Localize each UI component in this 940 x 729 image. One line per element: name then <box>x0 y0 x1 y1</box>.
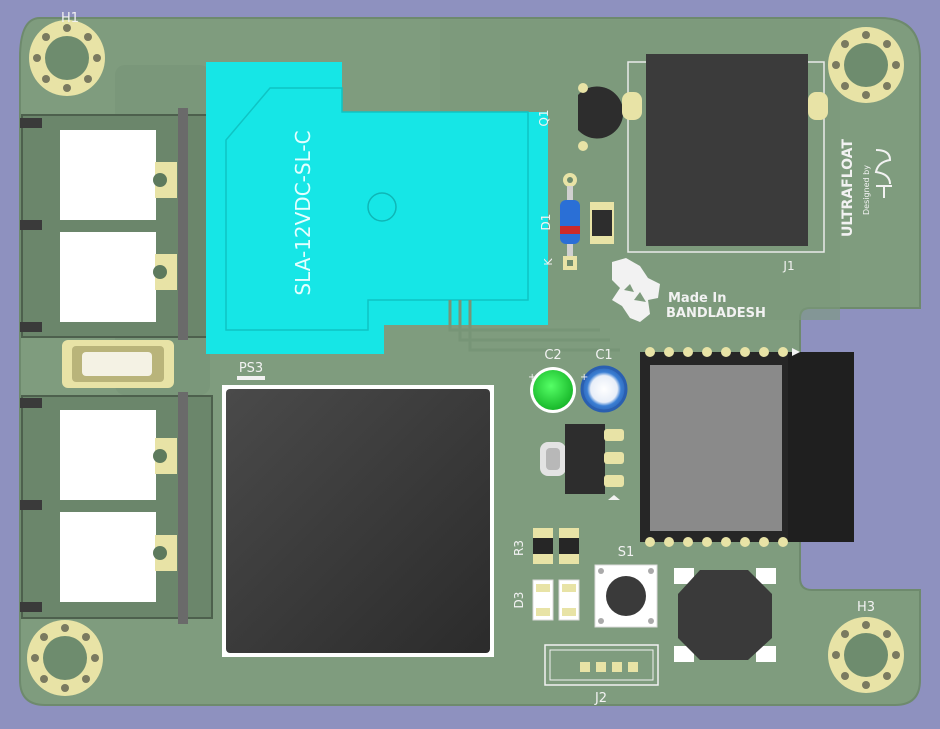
c1-label: C1 <box>595 348 612 363</box>
designed-by: Designed by <box>862 165 871 215</box>
smd-component <box>590 202 614 244</box>
d3-label: D3 <box>512 592 526 609</box>
diode-d1 <box>560 173 580 270</box>
buzzer <box>674 568 776 662</box>
relay-part-text: SLA-12VDC-SL-C <box>291 130 315 295</box>
h1-label: H1 <box>61 11 79 26</box>
pcb-traces <box>448 300 620 352</box>
capacitor-c1: + <box>580 365 628 413</box>
ps3-label: PS3 <box>239 361 263 376</box>
mounting-hole-h3 <box>828 617 904 693</box>
power-module-ps3 <box>222 376 494 657</box>
mounting-hole-tr <box>828 27 904 103</box>
designer-logo <box>874 149 892 198</box>
relay-sla-12vdc: SLA-12VDC-SL-C <box>206 62 548 354</box>
mounting-hole-h1 <box>29 20 105 96</box>
d1-label: D1 <box>539 214 553 231</box>
made-in-text: Made In <box>668 291 726 306</box>
r3-label: R3 <box>512 540 526 556</box>
led-d3 <box>532 579 580 621</box>
svg-text:+: + <box>580 372 588 383</box>
h3-label: H3 <box>857 600 875 615</box>
k-label: K <box>542 258 555 266</box>
connector-j2 <box>544 644 659 686</box>
resistor-r3 <box>533 528 579 564</box>
country-text: BANDLADESH <box>666 306 766 321</box>
svg-text:+: + <box>528 372 536 383</box>
connector-j1 <box>622 54 828 253</box>
j1-label: J1 <box>782 259 794 273</box>
voltage-regulator <box>540 424 624 500</box>
q1-label: Q1 <box>537 109 551 126</box>
bangladesh-map-logo <box>612 258 660 322</box>
terminal-block-lower <box>20 392 213 624</box>
push-button-s1 <box>594 564 658 628</box>
j2-label: J2 <box>594 691 607 706</box>
product-name: ULTRAFLOAT <box>840 139 856 237</box>
component-c2: + <box>528 367 576 413</box>
wifi-module <box>640 347 854 547</box>
fuse-holder <box>62 340 174 388</box>
module-pins <box>645 347 788 547</box>
c2-label: C2 <box>544 348 561 363</box>
transistor-q1 <box>578 83 624 151</box>
mounting-hole-bl <box>27 620 103 696</box>
s1-label: S1 <box>618 545 635 560</box>
terminal-block-upper <box>20 108 213 340</box>
